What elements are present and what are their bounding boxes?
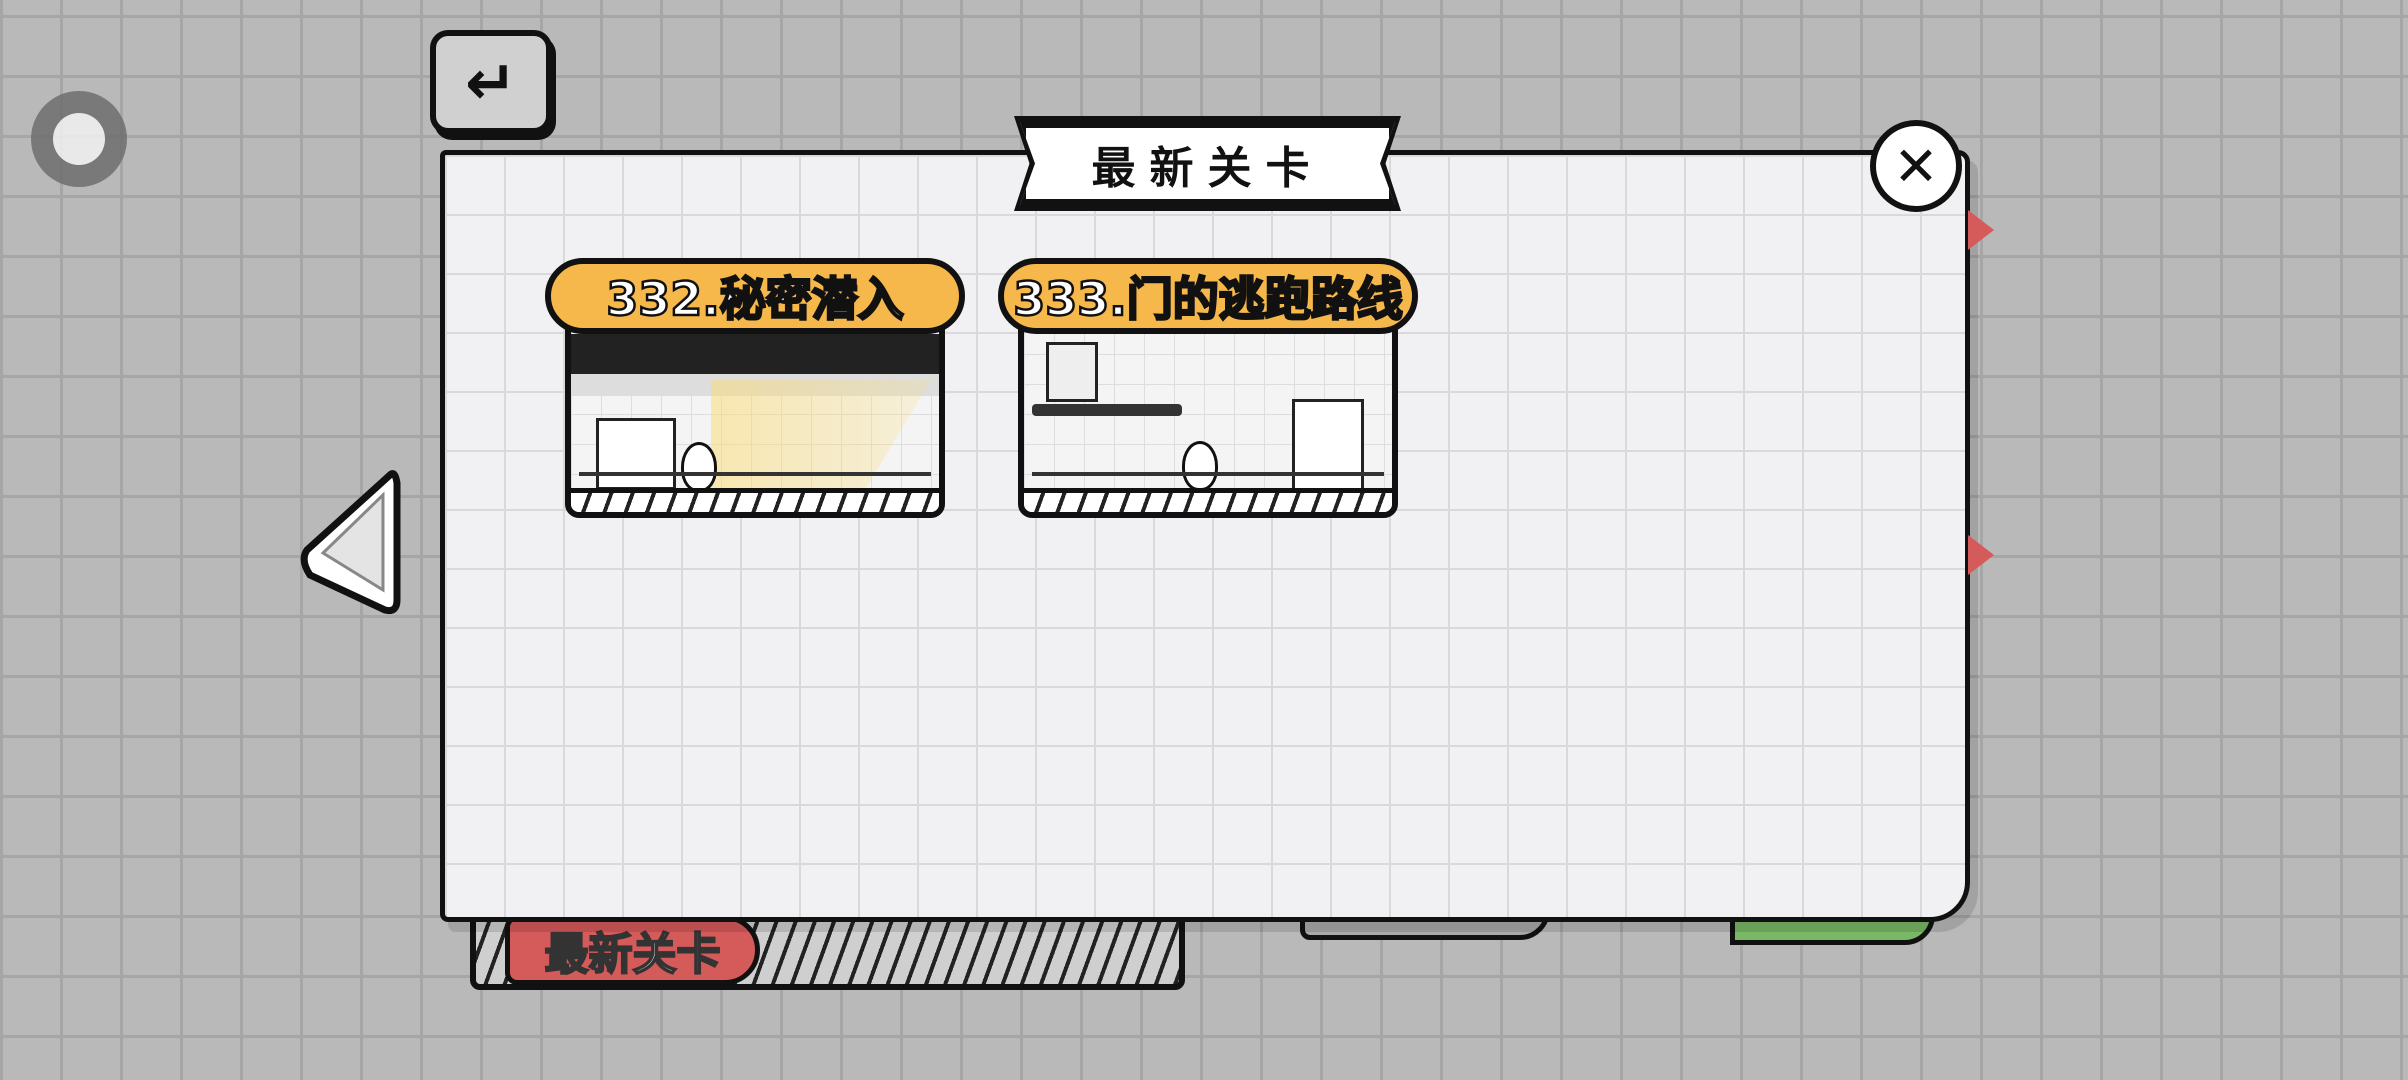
previous-page-arrow-button[interactable] [295,465,405,620]
floating-assistant-button[interactable] [31,91,127,187]
page-marker [1968,535,1994,575]
level-thumbnail [1018,318,1398,518]
level-title: 333.门的逃跑路线 [998,258,1418,334]
close-icon: ✕ [1893,134,1939,198]
page-marker [1968,210,1994,250]
latest-levels-tab-label: 最新关卡 [544,928,722,981]
dialog-title: 最新关卡 [1091,142,1324,194]
level-card-332[interactable]: 332.秘密潜入 [545,258,965,518]
level-thumbnail [565,318,945,518]
level-title: 332.秘密潜入 [545,258,965,334]
latest-levels-tab[interactable]: 最新关卡 [505,915,760,985]
dialog-title-ribbon: 最新关卡 [1020,122,1395,205]
close-button[interactable]: ✕ [1870,120,1962,212]
back-button[interactable]: ↵ [430,30,552,134]
back-arrow-icon: ↵ [465,45,517,119]
level-card-333[interactable]: 333.门的逃跑路线 [998,258,1418,518]
